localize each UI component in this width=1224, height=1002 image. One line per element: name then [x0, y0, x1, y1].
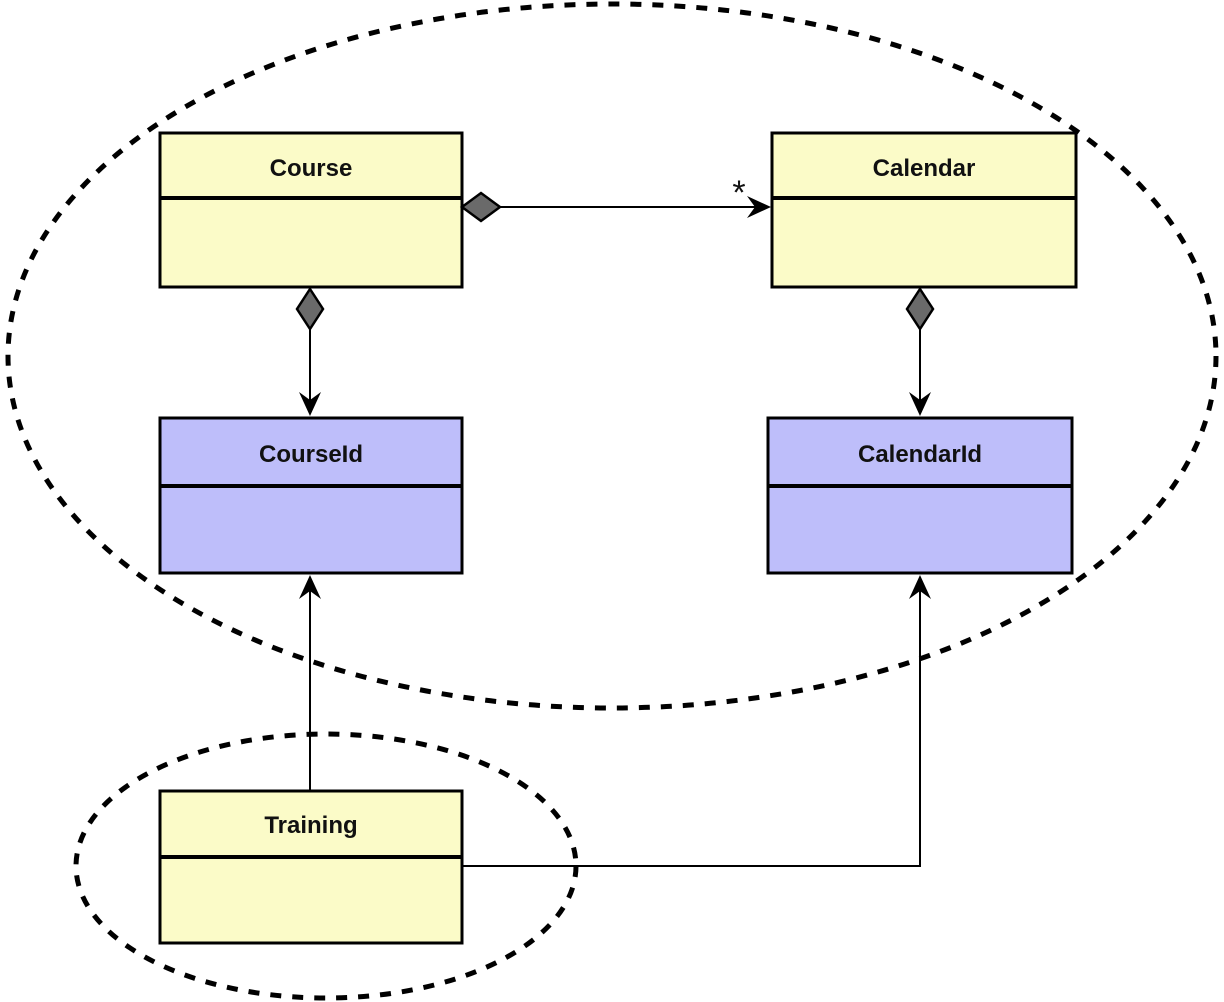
- edge-course-courseid: [295, 286, 325, 416]
- arrowhead-icon: [909, 575, 931, 599]
- courseid-title: CourseId: [259, 441, 363, 468]
- calendarid-title: CalendarId: [858, 441, 982, 468]
- training-title: Training: [264, 812, 357, 839]
- calendar-box: [770, 131, 1078, 289]
- aggregation-diamond-icon: [295, 286, 325, 332]
- edge-calendar-calendarid: [905, 286, 935, 416]
- course-box: [158, 131, 464, 289]
- edge-training-calendarid: [462, 575, 931, 867]
- training-box: [158, 789, 464, 945]
- edge-line: [462, 589, 921, 867]
- aggregation-diamond-icon: [905, 286, 935, 332]
- class-node-course: Course: [158, 131, 464, 289]
- context-boundary-large-ellipse: [5, 1, 1219, 711]
- aggregation-diamond-icon: [459, 191, 503, 223]
- arrowhead-icon: [299, 392, 321, 416]
- class-node-training: Training: [158, 789, 464, 945]
- class-node-calendarid: CalendarId: [766, 416, 1074, 575]
- class-node-calendar: Calendar: [770, 131, 1078, 289]
- course-title: Course: [270, 155, 353, 182]
- multiplicity-star-label: *: [732, 174, 745, 212]
- arrowhead-icon: [747, 196, 771, 218]
- arrowhead-icon: [299, 575, 321, 599]
- calendarid-box: [766, 416, 1074, 575]
- arrowhead-icon: [909, 392, 931, 416]
- edge-course-calendar: *: [459, 174, 771, 223]
- calendar-title: Calendar: [873, 155, 976, 182]
- edge-training-courseid: [299, 575, 321, 791]
- class-node-courseid: CourseId: [158, 416, 464, 575]
- courseid-box: [158, 416, 464, 575]
